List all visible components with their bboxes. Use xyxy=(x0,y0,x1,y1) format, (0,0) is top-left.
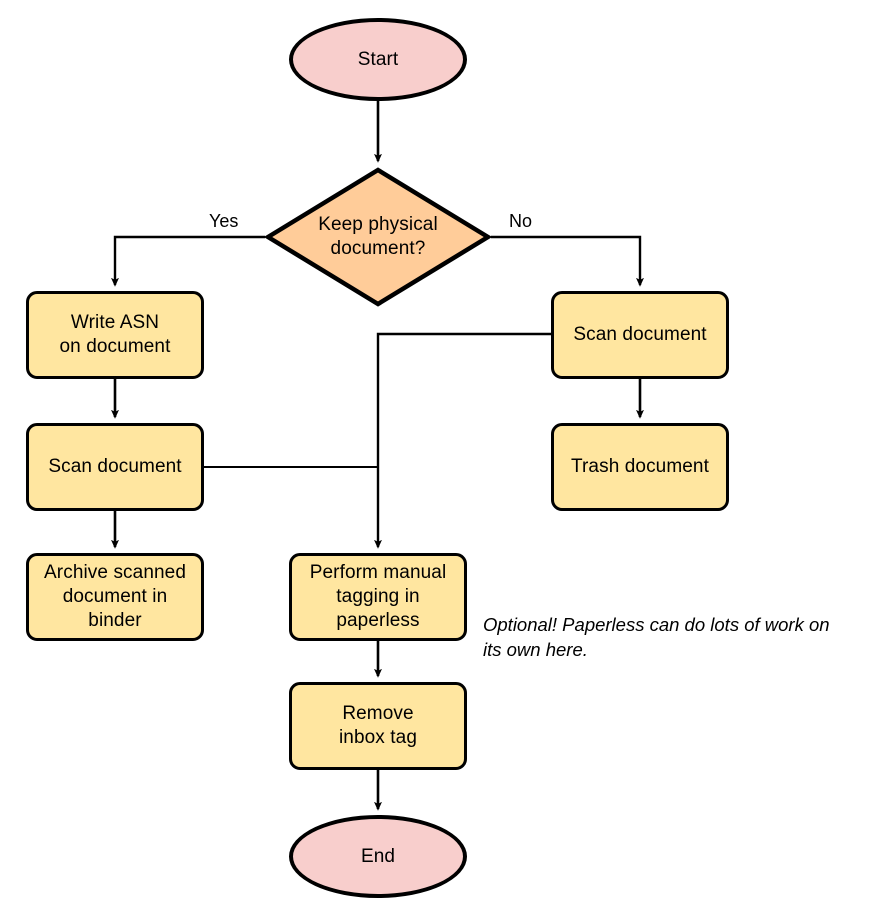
node-scan-document-left-label: Scan document xyxy=(48,456,182,478)
node-scan-document-left[interactable]: Scan document xyxy=(26,423,204,511)
node-remove-inbox-tag[interactable]: Remove inbox tag xyxy=(289,682,467,770)
edge-label-yes-text: Yes xyxy=(209,211,239,231)
node-write-asn-label: Write ASN on document xyxy=(59,312,171,357)
node-trash-document[interactable]: Trash document xyxy=(551,423,729,511)
annotation-optional-note: Optional! Paperless can do lots of work … xyxy=(483,588,883,663)
edge-decision-to-scan-right xyxy=(491,235,644,287)
edge-label-no-text: No xyxy=(509,211,533,231)
node-start[interactable]: Start xyxy=(289,18,467,101)
annotation-optional-note-text: Optional! Paperless can do lots of work … xyxy=(483,613,830,660)
edge-decision-to-write-asn xyxy=(111,235,265,287)
node-trash-document-label: Trash document xyxy=(571,456,709,478)
node-decision-keep-physical-document[interactable]: Keep physical document? xyxy=(265,167,491,307)
node-perform-manual-tagging-label: Perform manual tagging in paperless xyxy=(309,562,447,631)
edge-scan-right-to-manual-tag xyxy=(374,332,551,549)
node-decision-label: Keep physical document? xyxy=(318,214,438,259)
node-end[interactable]: End xyxy=(289,815,467,898)
edge-label-no: No xyxy=(509,211,532,232)
node-end-label: End xyxy=(360,845,396,867)
node-remove-inbox-tag-label: Remove inbox tag xyxy=(338,703,417,748)
diamond-shape xyxy=(265,167,491,307)
node-archive-scanned-document[interactable]: Archive scanned document in binder xyxy=(26,553,204,641)
node-perform-manual-tagging[interactable]: Perform manual tagging in paperless xyxy=(289,553,467,641)
node-archive-label: Archive scanned document in binder xyxy=(44,562,186,631)
edge-label-yes: Yes xyxy=(209,211,238,232)
node-scan-document-right-label: Scan document xyxy=(573,324,707,346)
node-start-label: Start xyxy=(357,48,399,70)
node-scan-document-right[interactable]: Scan document xyxy=(551,291,729,379)
node-write-asn-on-document[interactable]: Write ASN on document xyxy=(26,291,204,379)
